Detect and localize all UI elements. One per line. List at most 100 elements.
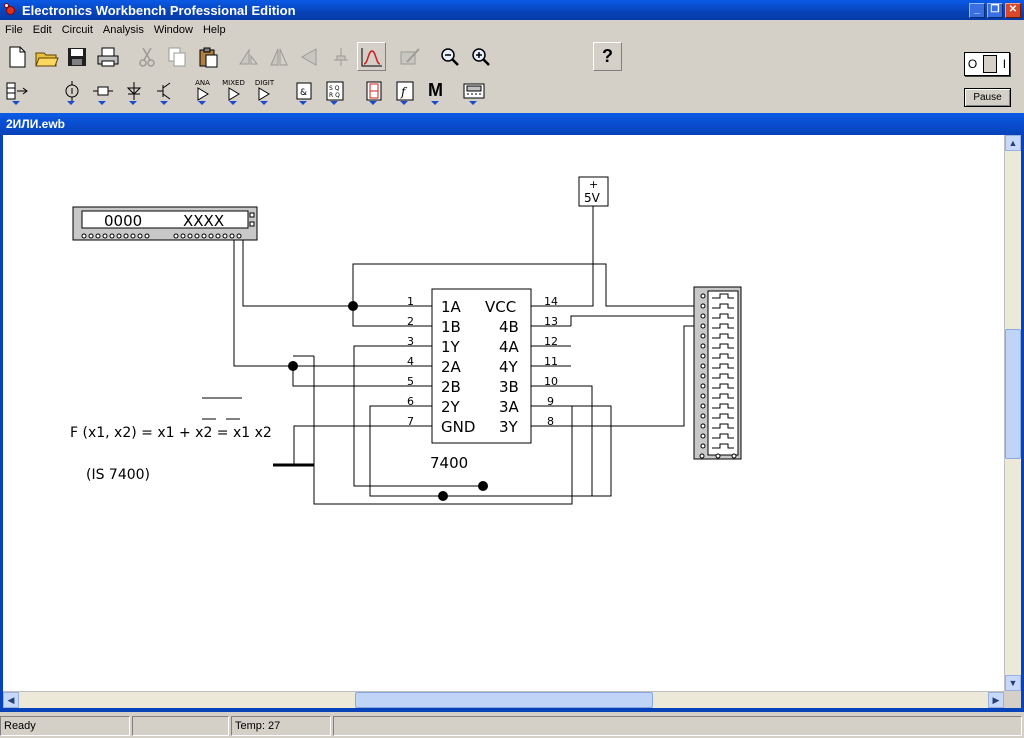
minimize-button[interactable]: _ <box>969 2 985 18</box>
logic-analyzer-trace <box>712 343 734 349</box>
word-generator-terminal[interactable] <box>215 233 221 239</box>
scroll-down-button[interactable]: ▼ <box>1005 675 1021 691</box>
word-generator-terminal[interactable] <box>180 233 186 239</box>
word-generator[interactable]: 0000 XXXX <box>72 206 258 241</box>
word-generator-terminal[interactable] <box>116 233 122 239</box>
zoom-out-button[interactable] <box>435 42 464 71</box>
save-button[interactable] <box>62 42 91 71</box>
ic-7400[interactable]: 7400 1A 1B 1Y 2A 2B 2Y GND 1 2 3 4 5 6 7… <box>407 288 558 472</box>
scroll-right-button[interactable]: ▶ <box>988 692 1004 708</box>
edit-component-button[interactable] <box>396 42 425 71</box>
copy-button[interactable] <box>162 42 191 71</box>
logic-analyzer-input[interactable] <box>700 393 706 399</box>
logic-analyzer-terminal[interactable] <box>699 453 705 459</box>
logic-analyzer-input[interactable] <box>700 323 706 329</box>
word-generator-terminal[interactable] <box>208 233 214 239</box>
logic-gates-bin-button[interactable]: & <box>289 76 318 105</box>
word-generator-terminal[interactable] <box>88 233 94 239</box>
circuit-canvas[interactable]: 0000 XXXX + 5V 7400 1A 1B 1Y 2A 2B 2Y GN… <box>3 135 1004 691</box>
logic-analyzer-input[interactable] <box>700 413 706 419</box>
favorites-bin-button[interactable] <box>2 76 31 105</box>
logic-analyzer-input[interactable] <box>700 423 706 429</box>
analog-ics-bin-button[interactable]: ANA <box>188 76 217 105</box>
sources-bin-button[interactable] <box>57 76 86 105</box>
flip-vertical-button[interactable] <box>294 42 323 71</box>
word-generator-terminal[interactable] <box>173 233 179 239</box>
logic-analyzer-input[interactable] <box>700 373 706 379</box>
word-generator-terminal[interactable] <box>222 233 228 239</box>
controls-bin-button[interactable]: f <box>390 76 419 105</box>
wires[interactable] <box>233 206 694 505</box>
word-generator-terminal[interactable] <box>194 233 200 239</box>
word-generator-terminal[interactable] <box>201 233 207 239</box>
flip-horizontal-button[interactable] <box>264 42 293 71</box>
diodes-bin-button[interactable] <box>119 76 148 105</box>
logic-analyzer-input[interactable] <box>700 433 706 439</box>
word-generator-terminal[interactable] <box>229 233 235 239</box>
word-generator-terminal[interactable] <box>102 233 108 239</box>
zoom-in-button[interactable] <box>466 42 495 71</box>
word-generator-terminal[interactable] <box>81 233 87 239</box>
component-properties-button[interactable] <box>326 42 355 71</box>
circuit-schematic[interactable]: 0000 XXXX + 5V 7400 1A 1B 1Y 2A 2B 2Y GN… <box>3 135 1004 691</box>
word-generator-terminal[interactable] <box>109 233 115 239</box>
menu-file[interactable]: File <box>5 24 23 36</box>
source-icon <box>65 80 78 101</box>
logic-analyzer[interactable] <box>693 286 742 460</box>
menu-analysis[interactable]: Analysis <box>102 24 144 36</box>
horizontal-scrollbar[interactable]: ◀ ▶ <box>3 691 1004 708</box>
miscellaneous-bin-button[interactable]: M <box>421 76 450 105</box>
scroll-up-button[interactable]: ▲ <box>1005 135 1021 151</box>
word-generator-terminal[interactable] <box>137 233 143 239</box>
logic-analyzer-input[interactable] <box>700 343 706 349</box>
logic-analyzer-input[interactable] <box>700 333 706 339</box>
logic-analyzer-input[interactable] <box>700 363 706 369</box>
logic-analyzer-input[interactable] <box>700 313 706 319</box>
close-button[interactable]: ✕ <box>1005 2 1021 18</box>
mixed-ics-bin-button[interactable]: MIXED <box>219 76 248 105</box>
new-file-button[interactable] <box>2 42 31 71</box>
analysis-graphs-button[interactable] <box>357 42 386 71</box>
scroll-left-button[interactable]: ◀ <box>3 692 19 708</box>
power-switch[interactable]: O I <box>964 52 1010 76</box>
menu-help[interactable]: Help <box>202 24 226 36</box>
open-file-button[interactable] <box>32 42 61 71</box>
document-title-bar[interactable]: 2ИЛИ.ewb <box>0 113 1024 135</box>
instruments-bin-button[interactable] <box>459 76 488 105</box>
app-icon[interactable] <box>4 3 18 17</box>
menu-edit[interactable]: Edit <box>32 24 52 36</box>
logic-analyzer-input[interactable] <box>700 353 706 359</box>
transistors-bin-button[interactable] <box>150 76 179 105</box>
logic-analyzer-input[interactable] <box>700 443 706 449</box>
rotate-button[interactable] <box>233 42 262 71</box>
logic-analyzer-input[interactable] <box>700 383 706 389</box>
logic-analyzer-input[interactable] <box>700 293 706 299</box>
restore-button[interactable]: ❐ <box>987 2 1003 18</box>
vertical-scrollbar[interactable]: ▲ ▼ <box>1004 135 1021 691</box>
word-generator-terminal[interactable] <box>123 233 129 239</box>
indicators-bin-button[interactable] <box>359 76 388 105</box>
pause-button[interactable]: Pause <box>964 88 1011 107</box>
menu-circuit[interactable]: Circuit <box>61 24 93 36</box>
window-title: Electronics Workbench Professional Editi… <box>22 2 296 18</box>
logic-analyzer-terminal[interactable] <box>731 453 737 459</box>
logic-analyzer-terminal[interactable] <box>715 453 721 459</box>
cut-button[interactable] <box>132 42 161 71</box>
menu-window[interactable]: Window <box>153 24 193 36</box>
word-generator-terminal[interactable] <box>187 233 193 239</box>
logic-analyzer-input[interactable] <box>700 403 706 409</box>
paste-button[interactable] <box>193 42 222 71</box>
vertical-scroll-thumb[interactable] <box>1005 329 1021 459</box>
word-generator-terminal[interactable] <box>236 233 242 239</box>
word-generator-terminal[interactable] <box>144 233 150 239</box>
basic-bin-button[interactable] <box>88 76 117 105</box>
help-button[interactable]: ? <box>593 42 622 71</box>
word-generator-terminal[interactable] <box>95 233 101 239</box>
word-generator-terminal[interactable] <box>130 233 136 239</box>
logic-analyzer-input[interactable] <box>700 303 706 309</box>
horizontal-scroll-thumb[interactable] <box>355 692 653 708</box>
digital-ics-bin-button[interactable]: DIGIT <box>250 76 279 105</box>
print-button[interactable] <box>93 42 122 71</box>
vcc-source[interactable]: + 5V <box>578 176 609 207</box>
